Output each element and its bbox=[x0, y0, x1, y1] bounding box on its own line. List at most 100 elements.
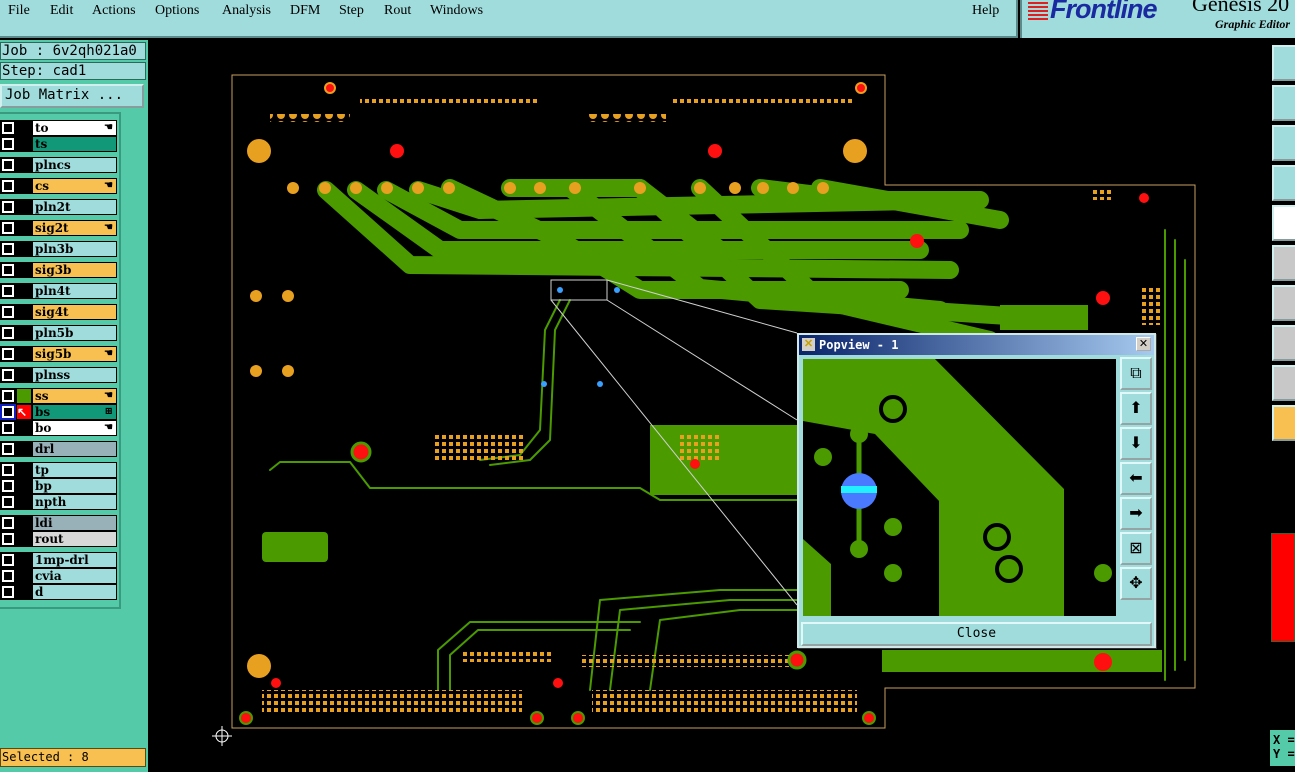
popview-canvas[interactable] bbox=[803, 359, 1116, 616]
layer-checkbox[interactable] bbox=[2, 496, 14, 508]
layer-checkbox[interactable] bbox=[2, 327, 14, 339]
layer-checkbox[interactable] bbox=[2, 222, 14, 234]
layer-name[interactable]: d bbox=[33, 585, 116, 599]
layer-row-ts[interactable]: ts bbox=[0, 136, 117, 152]
layer-name[interactable]: sig5b☚ bbox=[33, 347, 116, 361]
menu-windows[interactable]: Windows bbox=[430, 3, 484, 18]
layer-name[interactable]: drl bbox=[33, 442, 116, 456]
layer-row-sig3b[interactable]: sig3b bbox=[0, 262, 117, 278]
layer-checkbox[interactable] bbox=[2, 264, 14, 276]
tool-arc-icon[interactable] bbox=[1272, 365, 1295, 401]
layer-checkbox[interactable] bbox=[2, 443, 14, 455]
layer-name[interactable]: bo☚ bbox=[33, 421, 116, 435]
layer-name[interactable]: rout bbox=[33, 532, 116, 546]
layer-row-bp[interactable]: bp bbox=[0, 478, 117, 494]
tool-select-icon[interactable] bbox=[1272, 405, 1295, 441]
popview-pan-left-button[interactable]: ⬅ bbox=[1120, 462, 1152, 495]
pcb-canvas[interactable] bbox=[148, 40, 1268, 772]
layer-checkbox[interactable] bbox=[2, 464, 14, 476]
layer-row-rout[interactable]: rout bbox=[0, 531, 117, 547]
layer-name[interactable]: tp bbox=[33, 463, 116, 477]
layer-row-plnss[interactable]: plnss bbox=[0, 367, 117, 383]
layer-name[interactable]: ts bbox=[33, 137, 116, 151]
layer-checkbox[interactable] bbox=[2, 586, 14, 598]
tool-line-icon[interactable] bbox=[1272, 285, 1295, 321]
layer-checkbox[interactable] bbox=[2, 285, 14, 297]
layer-row-sig4t[interactable]: sig4t bbox=[0, 304, 117, 320]
layer-checkbox[interactable] bbox=[2, 348, 14, 360]
layer-row-sig5b[interactable]: sig5b☚ bbox=[0, 346, 117, 362]
layer-name[interactable]: ldi bbox=[33, 516, 116, 530]
layer-checkbox[interactable] bbox=[2, 306, 14, 318]
layer-row-npth[interactable]: npth bbox=[0, 494, 117, 510]
tool-point-icon[interactable] bbox=[1272, 325, 1295, 361]
layer-row-tp[interactable]: tp bbox=[0, 462, 117, 478]
layer-row-pln4t[interactable]: pln4t bbox=[0, 283, 117, 299]
layer-name[interactable]: 1mp-drl bbox=[33, 553, 116, 567]
menu-dfm[interactable]: DFM bbox=[290, 3, 321, 18]
tool-fit-icon[interactable] bbox=[1272, 125, 1295, 161]
layer-row-cs[interactable]: cs☚ bbox=[0, 178, 117, 194]
layer-row-cvia[interactable]: cvia bbox=[0, 568, 117, 584]
layer-row-pln3b[interactable]: pln3b bbox=[0, 241, 117, 257]
layer-name[interactable]: ss☚ bbox=[33, 389, 116, 403]
layer-checkbox[interactable] bbox=[2, 180, 14, 192]
menu-step[interactable]: Step bbox=[339, 3, 364, 18]
layer-name[interactable]: sig3b bbox=[33, 263, 116, 277]
layer-name[interactable]: cvia bbox=[33, 569, 116, 583]
tool-net-icon[interactable] bbox=[1272, 245, 1295, 281]
layer-checkbox[interactable] bbox=[2, 138, 14, 150]
layer-name[interactable]: plncs bbox=[33, 158, 116, 172]
layer-row-to[interactable]: to☚ bbox=[0, 120, 117, 136]
popview-zoom-in-button[interactable]: ⊠ bbox=[1120, 532, 1152, 565]
popview-close-button[interactable]: Close bbox=[801, 622, 1152, 646]
job-matrix-button[interactable]: Job Matrix ... bbox=[0, 84, 144, 108]
layer-row-bo[interactable]: bo☚ bbox=[0, 420, 117, 436]
popview-pan-down-button[interactable]: ⬇ bbox=[1120, 427, 1152, 460]
layer-checkbox[interactable] bbox=[2, 570, 14, 582]
tool-measure-icon[interactable] bbox=[1272, 165, 1295, 201]
menu-options[interactable]: Options bbox=[155, 3, 200, 18]
layer-name[interactable]: bs⊞ bbox=[33, 405, 116, 419]
layer-checkbox[interactable] bbox=[2, 422, 14, 434]
popview-titlebar[interactable]: ✕ Popview - 1 ✕ bbox=[799, 335, 1154, 355]
close-icon[interactable]: ✕ bbox=[1136, 337, 1151, 351]
layer-checkbox[interactable] bbox=[2, 122, 14, 134]
layer-checkbox[interactable] bbox=[2, 533, 14, 545]
layer-name[interactable]: plnss bbox=[33, 368, 116, 382]
popview-zoom-out-button[interactable]: ✥ bbox=[1120, 567, 1152, 600]
layer-checkbox[interactable] bbox=[2, 201, 14, 213]
layer-name[interactable]: pln4t bbox=[33, 284, 116, 298]
layer-checkbox[interactable] bbox=[2, 517, 14, 529]
layer-row-ldi[interactable]: ldi bbox=[0, 515, 117, 531]
layer-checkbox[interactable] bbox=[0, 404, 16, 420]
menu-actions[interactable]: Actions bbox=[92, 3, 136, 18]
menu-file[interactable]: File bbox=[8, 3, 30, 18]
layer-name[interactable]: sig2t☚ bbox=[33, 221, 116, 235]
layer-name[interactable]: cs☚ bbox=[33, 179, 116, 193]
layer-row-1mp-drl[interactable]: 1mp-drl bbox=[0, 552, 117, 568]
layer-name[interactable]: bp bbox=[33, 479, 116, 493]
menu-edit[interactable]: Edit bbox=[50, 3, 74, 18]
tool-zoom-home-icon[interactable] bbox=[1272, 45, 1295, 81]
layer-row-ss[interactable]: ss☚ bbox=[0, 388, 117, 404]
layer-checkbox[interactable] bbox=[2, 159, 14, 171]
menu-analysis[interactable]: Analysis bbox=[222, 3, 271, 18]
menu-rout[interactable]: Rout bbox=[384, 3, 412, 18]
popview-pan-right-button[interactable]: ➡ bbox=[1120, 497, 1152, 530]
layer-row-pln2t[interactable]: pln2t bbox=[0, 199, 117, 215]
popview-zoom-home-button[interactable]: ⧉ bbox=[1120, 357, 1152, 390]
layer-row-plncs[interactable]: plncs bbox=[0, 157, 117, 173]
layer-name[interactable]: sig4t bbox=[33, 305, 116, 319]
layer-checkbox[interactable] bbox=[2, 243, 14, 255]
layer-row-drl[interactable]: drl bbox=[0, 441, 117, 457]
layer-checkbox[interactable] bbox=[2, 390, 14, 402]
layer-name[interactable]: npth bbox=[33, 495, 116, 509]
layer-row-bs[interactable]: ↖bs⊞ bbox=[0, 404, 117, 420]
layer-name[interactable]: pln5b bbox=[33, 326, 116, 340]
layer-name[interactable]: pln2t bbox=[33, 200, 116, 214]
popview-pan-up-button[interactable]: ⬆ bbox=[1120, 392, 1152, 425]
layer-row-pln5b[interactable]: pln5b bbox=[0, 325, 117, 341]
menu-help[interactable]: Help bbox=[972, 3, 1000, 18]
layer-checkbox[interactable] bbox=[2, 554, 14, 566]
